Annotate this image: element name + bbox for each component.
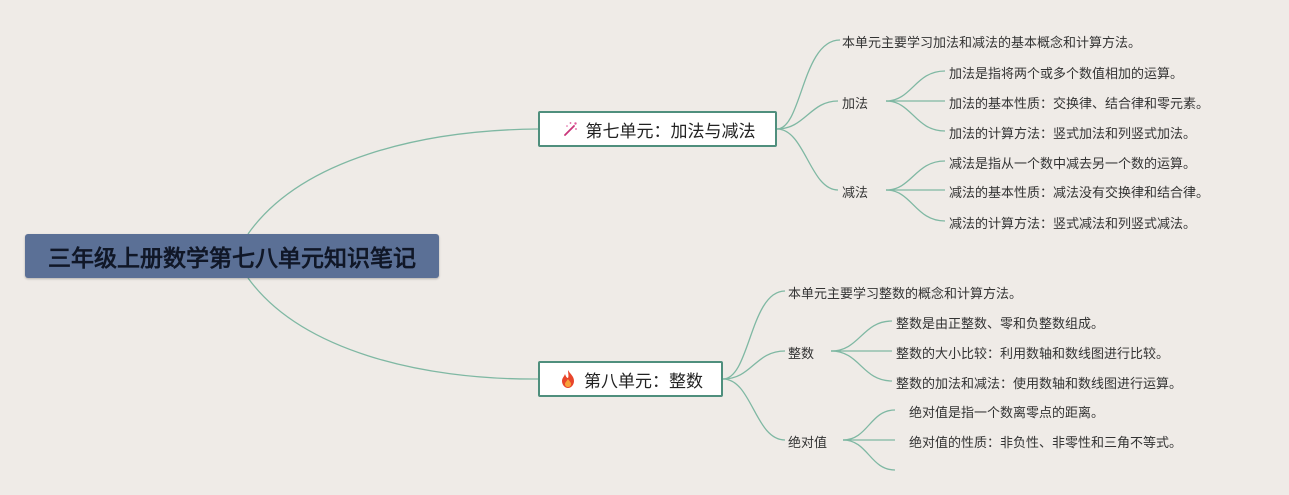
absolute-item-1[interactable]: 绝对值是指一个数离零点的距离。 <box>909 406 1105 421</box>
connector-unit8-absolute <box>722 378 786 441</box>
root-title: 三年级上册数学第七八单元知识笔记 <box>48 246 416 272</box>
fire-icon <box>558 369 578 389</box>
unit8-title: 第八单元：整数 <box>584 371 703 392</box>
connector-add-1 <box>885 70 946 102</box>
subtraction-item-3[interactable]: 减法的计算方法：竖式减法和列竖式减法。 <box>949 217 1197 232</box>
connector-unit7-subtraction <box>776 128 839 191</box>
subtraction-item-1[interactable]: 减法是指从一个数中减去另一个数的运算。 <box>949 157 1197 172</box>
addition-item-2[interactable]: 加法的基本性质：交换律、结合律和零元素。 <box>949 97 1210 112</box>
connector-unit8-integers <box>722 350 786 380</box>
unit8-intro[interactable]: 本单元主要学习整数的概念和计算方法。 <box>788 287 1023 302</box>
connector-int-3 <box>830 350 893 382</box>
subtopic-integers[interactable]: 整数 <box>788 347 815 362</box>
absolute-item-2[interactable]: 绝对值的性质：非负性、非零性和三角不等式。 <box>909 436 1183 451</box>
magic-wand-icon <box>560 119 580 139</box>
connector-abs-3 <box>842 439 896 471</box>
integers-item-3[interactable]: 整数的加法和减法：使用数轴和数线图进行运算。 <box>896 377 1183 392</box>
subtopic-absolute-value[interactable]: 绝对值 <box>788 436 828 451</box>
connector-sub-1 <box>885 160 946 191</box>
connector-abs-1 <box>842 409 896 441</box>
subtopic-subtraction[interactable]: 减法 <box>842 186 869 201</box>
unit8-topic[interactable]: 第八单元：整数 <box>538 361 723 397</box>
addition-item-1[interactable]: 加法是指将两个或多个数值相加的运算。 <box>949 67 1184 82</box>
subtopic-addition[interactable]: 加法 <box>842 97 869 112</box>
unit7-topic[interactable]: 第七单元：加法与减法 <box>538 111 777 147</box>
connector-root-unit7 <box>247 128 539 235</box>
connector-add-3 <box>885 100 946 132</box>
addition-item-3[interactable]: 加法的计算方法：竖式加法和列竖式加法。 <box>949 127 1197 142</box>
connector-sub-3 <box>885 189 946 222</box>
connector-int-1 <box>830 320 893 352</box>
connector-root-unit8 <box>247 277 539 380</box>
unit7-title: 第七单元：加法与减法 <box>585 121 756 142</box>
subtraction-item-2[interactable]: 减法的基本性质：减法没有交换律和结合律。 <box>949 186 1210 201</box>
connector-unit8-intro <box>722 290 786 380</box>
connector-unit7-addition <box>776 100 839 130</box>
connector-unit7-intro <box>776 39 841 130</box>
integers-item-2[interactable]: 整数的大小比较：利用数轴和数线图进行比较。 <box>896 347 1170 362</box>
unit7-intro[interactable]: 本单元主要学习加法和减法的基本概念和计算方法。 <box>842 36 1142 51</box>
root-topic[interactable]: 三年级上册数学第七八单元知识笔记 <box>25 234 439 278</box>
integers-item-1[interactable]: 整数是由正整数、零和负整数组成。 <box>896 317 1105 332</box>
